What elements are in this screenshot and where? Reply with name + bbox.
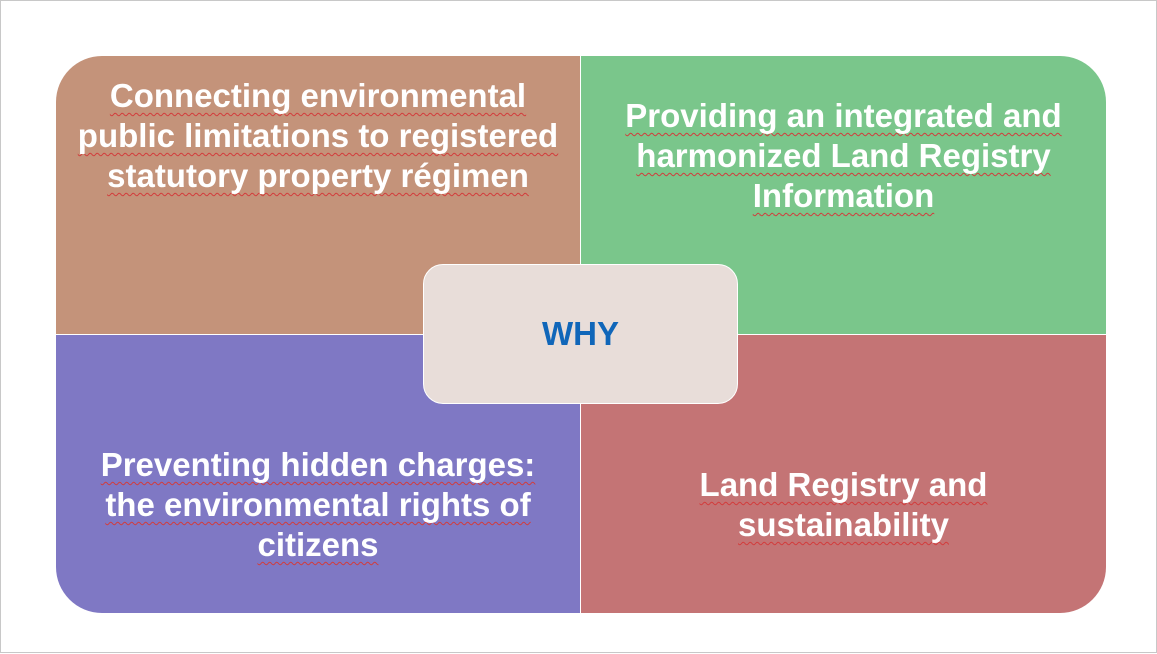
center-label: WHY [542, 315, 619, 352]
center-why-box: WHY [423, 264, 738, 404]
quadrant-bottom-right-text: Land Registry and sustainability [699, 466, 988, 543]
quadrant-bottom-left-text: Preventing hidden charges: the environme… [100, 446, 536, 563]
quadrant-bottom-right: Land Registry and sustainability [581, 335, 1106, 613]
quadrant-top-left: Connecting environmental public limitati… [56, 56, 580, 334]
quadrant-top-right-text: Providing an integrated and harmonized L… [625, 97, 1062, 214]
quadrant-top-left-text: Connecting environmental public limitati… [77, 77, 559, 194]
